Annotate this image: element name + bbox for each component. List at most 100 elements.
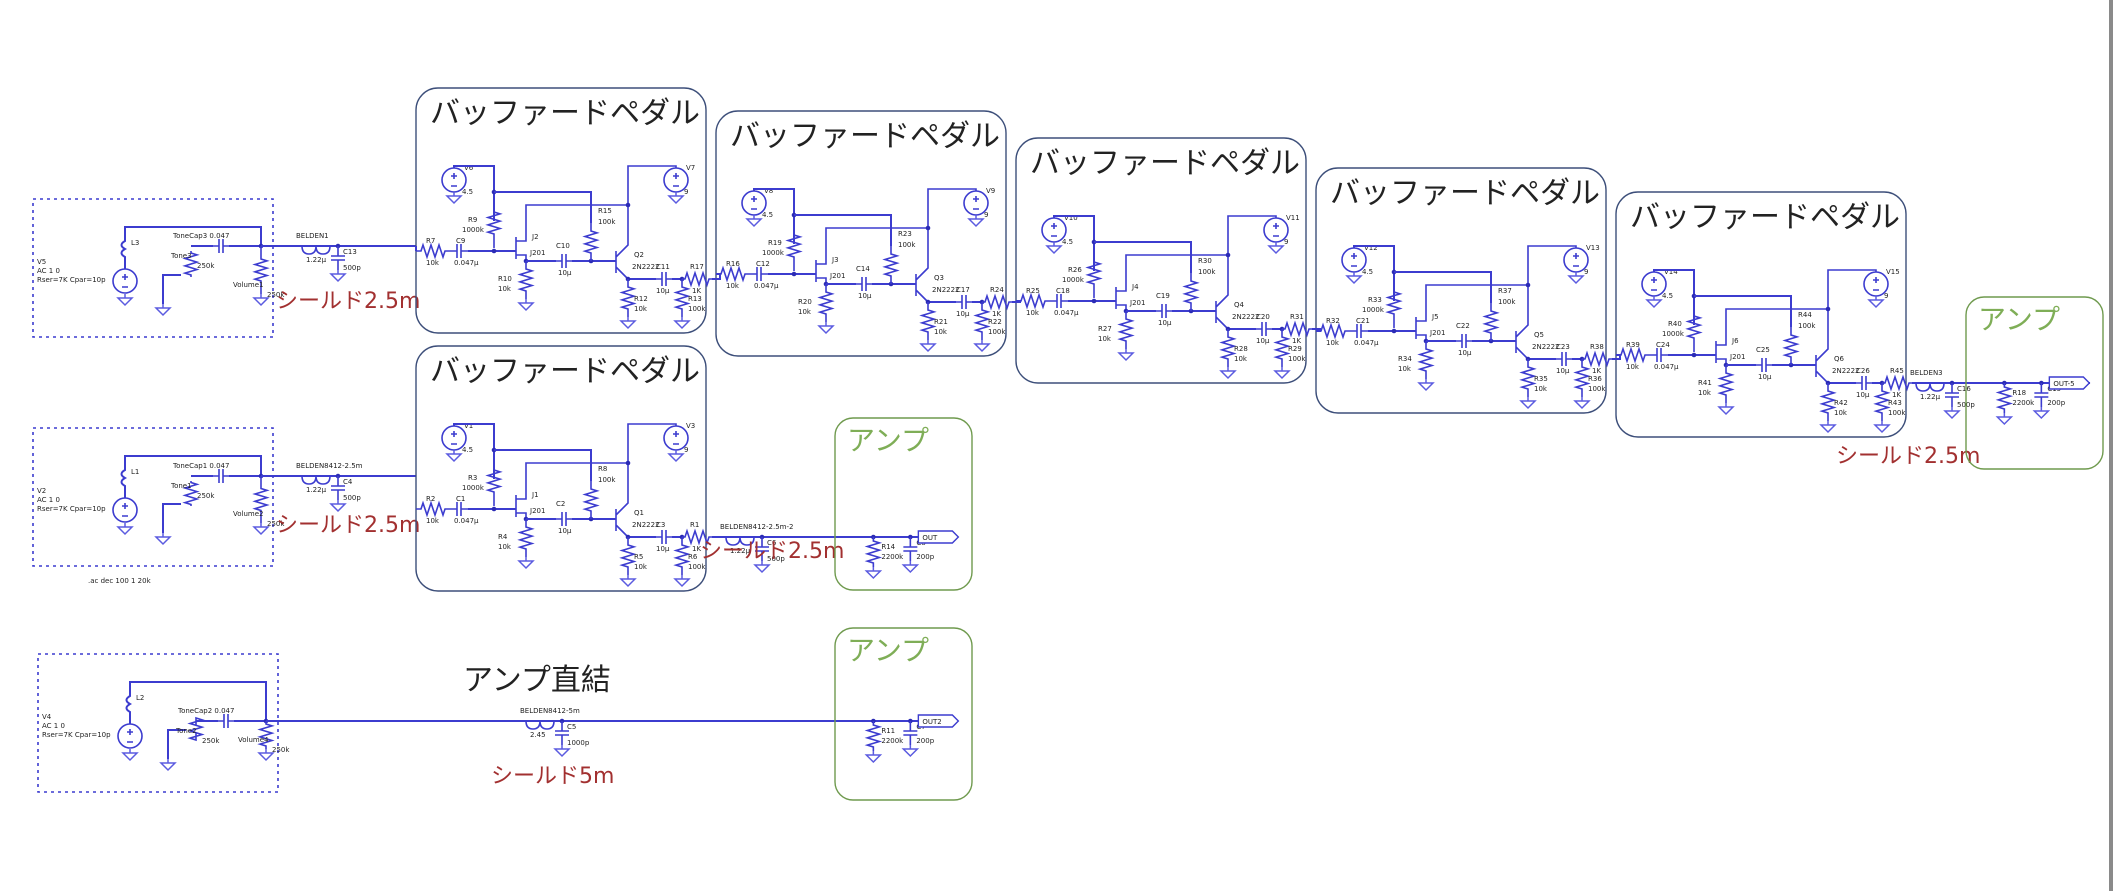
r-load-value: 100k [1588,385,1606,393]
tonecap-label: ToneCap2 0.047 [177,707,234,715]
ground-symbol [252,294,270,307]
v-pos-label: V9 [986,187,995,195]
ground-icon [973,340,991,353]
ground-icon [919,340,937,353]
voltage-source-circle [117,723,143,749]
rc-top-wire [494,449,592,481]
cable-cap-value: 500p [767,555,785,563]
tone-label: Tone3 [170,252,192,260]
ground-icon [667,450,685,463]
c-out-value: 10µ [1556,367,1570,375]
junction-dot [925,225,931,231]
jfet-type: J201 [1129,299,1145,307]
resistor-zigzag [1519,359,1537,397]
r-out-value: 1K [1292,337,1301,345]
source-name: V4 [42,713,52,721]
window-edge-border [2109,0,2113,891]
capacitor-icon [656,272,672,286]
resistor-icon [582,481,600,519]
v-pos-value: 9 [1284,238,1288,246]
ground-symbol [1995,413,2014,426]
capacitor-plates [556,254,572,268]
jfet-label: J3 [831,256,839,264]
jfet-icon [509,204,628,261]
resistor-icon [1482,303,1500,341]
resistor-zigzag [252,246,270,294]
ground-icon [1867,296,1885,309]
ground-symbol [864,567,883,580]
ground-symbol [116,294,134,307]
capacitor-plates [218,714,234,728]
v-neg-value: 4.5 [1662,292,1673,300]
resistor-icon [1182,273,1200,311]
source-params: Rser=7K Cpar=10p [42,731,111,739]
jfet-type: J201 [529,249,545,257]
buffer-pedal-block: バッファードペダルR710kC90.047µV64.5R91000kJ2J201… [415,87,712,334]
ground-icon [619,575,637,588]
ground-icon [1645,296,1663,309]
resistor-icon [1385,278,1403,328]
resistor-icon [1582,350,1612,368]
voltage-source-polarity [1573,253,1579,267]
ground-symbol [667,450,685,463]
cable-cap-value: 500p [343,264,361,272]
volume-label: Volume2 [233,510,264,518]
resistor-zigzag [716,265,750,283]
v-pos-label: V7 [686,164,695,172]
ground-symbol [919,340,937,353]
rc-top-wire [794,214,892,246]
inter-stage-wire [712,273,721,280]
tone-ground-wire [162,503,181,533]
r-out-label: R24 [990,286,1004,294]
resistor-zigzag [257,721,275,749]
resistor-icon [1819,383,1837,421]
c-out-value: 10µ [956,310,970,318]
capacitor-icon [903,721,918,745]
resistor-icon [682,270,712,288]
ground-icon [1873,421,1891,434]
junction-dot [625,460,631,466]
c-out-label: C20 [1256,313,1270,321]
resistor-zigzag [864,721,883,751]
c-couple-value: 10µ [1758,373,1772,381]
capacitor-plates [1945,383,1959,407]
c-out-label: C23 [1556,343,1570,351]
ground-icon [753,561,771,574]
bjt-icon [615,423,677,538]
resistor-zigzag [673,537,691,575]
amp-r-value: 2200k [2012,399,2035,407]
capacitor-icon [331,246,345,270]
output-port-icon [917,714,960,728]
junction-dot [1225,252,1231,258]
v-neg-value: 4.5 [762,211,773,219]
r-emitter-label: R5 [634,553,643,561]
resistor-zigzag [1882,374,1912,392]
resistor-icon [517,261,535,299]
capacitor-plates [331,476,345,500]
v-neg-value: 4.5 [1062,238,1073,246]
resistor-icon [182,251,200,277]
ground-symbol [673,317,691,330]
c-out-value: 10µ [656,287,670,295]
ground-symbol [1519,397,1537,410]
capacitor-icon [656,530,672,544]
ground-icon [673,317,691,330]
tone-label: Tone2 [175,727,197,735]
r-emitter-label: R35 [1534,375,1548,383]
cable-name: BELDEN8412-5m [520,707,580,715]
r-in-value: 10k [426,517,440,525]
r-in-label: R39 [1626,341,1640,349]
ground-symbol [1273,367,1291,380]
inter-stage-wire [1612,354,1621,360]
c-couple-label: C22 [1456,322,1470,330]
resistor-icon [257,721,275,749]
v-neg-label: V1 [464,422,473,430]
resistor-zigzag [682,270,712,288]
ground-icon [817,322,835,335]
jfet-icon [1409,284,1528,341]
ground-symbol [2032,407,2051,420]
amp-block: アンプR182200kC15200pOUT-5 [1965,296,2104,470]
cable-cap-value: 1000p [567,739,590,747]
